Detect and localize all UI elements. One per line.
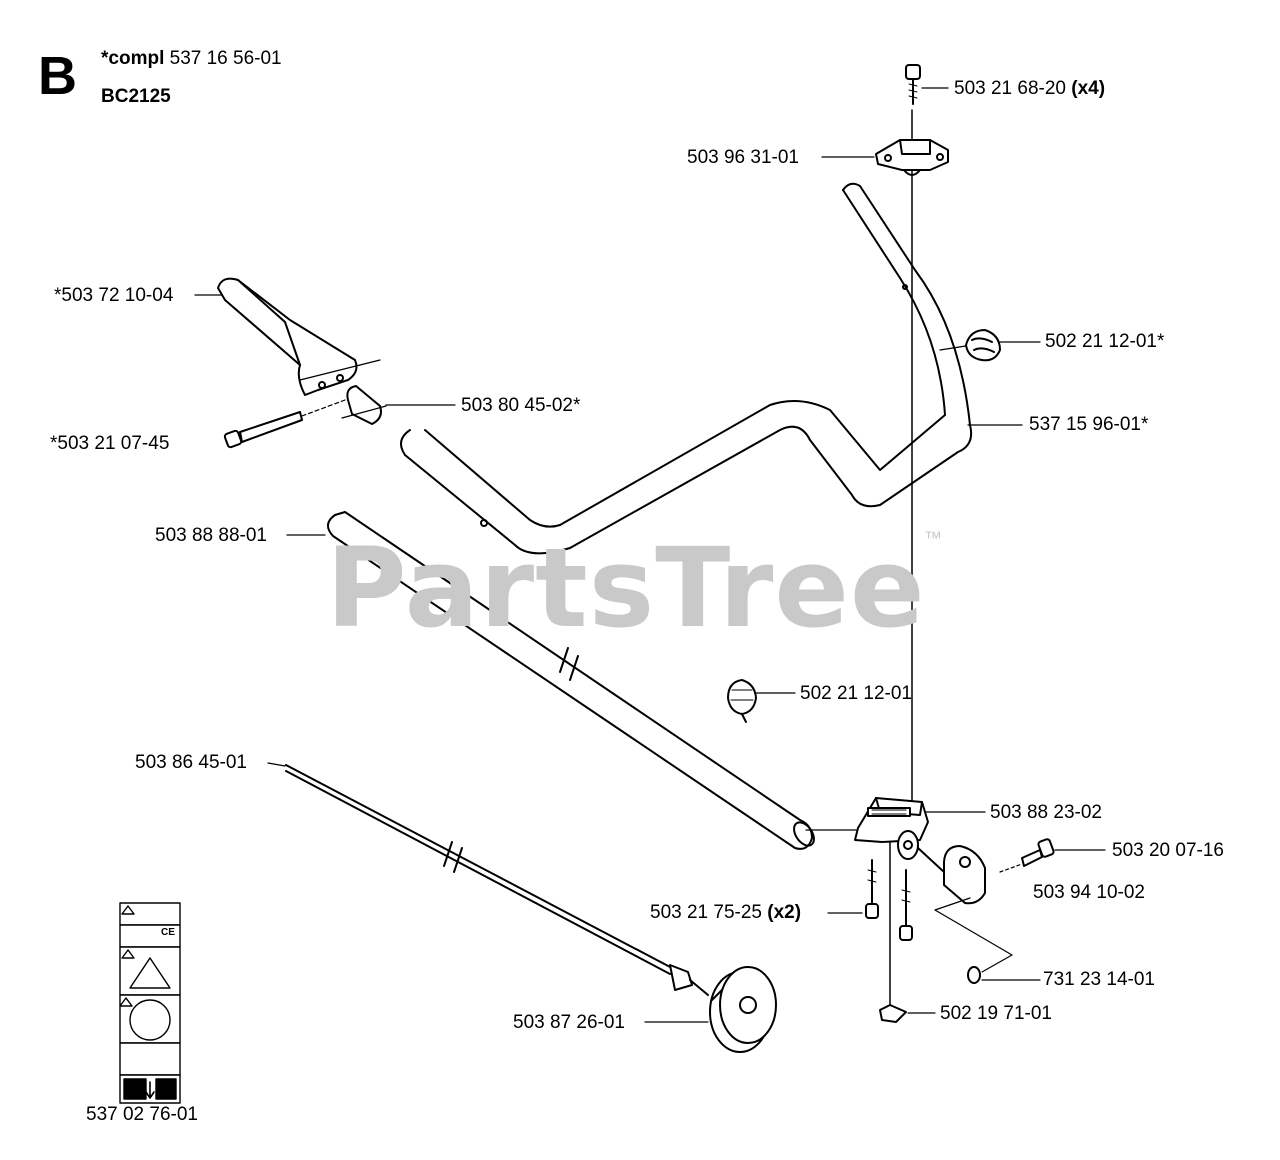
clamp-top-part (875, 139, 949, 176)
bolt-side-part (999, 838, 1055, 873)
drive-assembly-part (709, 966, 777, 1053)
compl-keyword: *compl (101, 48, 165, 69)
watermark-trademark: ™ (924, 528, 942, 548)
screw-top-part (905, 64, 921, 105)
part-label-washer[interactable]: 731 23 14-01 (1043, 969, 1155, 990)
part-label-knob-handle[interactable]: 502 21 12-01* (1045, 331, 1165, 352)
part-label-drive-shaft[interactable]: 503 86 45-01 (135, 752, 247, 773)
ce-mark-icon: CE (161, 927, 175, 938)
drive-shaft-part (285, 764, 709, 996)
part-label-bracket-side[interactable]: 503 94 10-02 (1033, 882, 1145, 903)
part-label-knob-shaft[interactable]: 502 21 12-01 (800, 683, 912, 704)
model-name: BC2125 (101, 86, 171, 107)
compl-number: 537 16 56-01 (169, 48, 282, 69)
knob-shaft-part (727, 679, 757, 723)
part-label-bolt-side[interactable]: 503 20 07-16 (1112, 840, 1224, 861)
knob-handle-part (965, 329, 1001, 362)
guard-screw-part (223, 399, 346, 449)
sleeve-part (341, 385, 387, 425)
part-label-clamp-top[interactable]: 503 96 31-01 (687, 147, 799, 168)
part-label-guard[interactable]: *503 72 10-04 (54, 285, 174, 306)
quantity: (x2) (767, 902, 802, 923)
watermark-logo: PartsTree (326, 524, 926, 652)
part-label-sleeve[interactable]: 503 80 45-02* (461, 395, 581, 416)
decal-sheet (119, 902, 181, 1104)
handlebar-part (400, 182, 973, 555)
assembly-number: *compl 537 16 56-01 (101, 48, 282, 70)
bracket-side-part (917, 845, 986, 905)
washer-part (934, 897, 1013, 984)
part-label-screw-top[interactable]: 503 21 68-20 (x4) (954, 78, 1106, 99)
nut-part (879, 1004, 907, 1023)
part-label-guard-screw[interactable]: *503 21 07-45 (50, 433, 170, 454)
part-label-screw-bottom[interactable]: 503 21 75-25 (x2) (650, 902, 802, 923)
screw-bottom-part (865, 859, 913, 941)
part-label-decal[interactable]: 537 02 76-01 (86, 1104, 198, 1125)
section-letter: B (38, 46, 77, 106)
part-label-handlebar[interactable]: 537 15 96-01* (1029, 414, 1149, 435)
part-label-nut[interactable]: 502 19 71-01 (940, 1003, 1052, 1024)
part-label-drive-assembly[interactable]: 503 87 26-01 (513, 1012, 625, 1033)
clamp-bracket-part (805, 797, 929, 860)
part-label-clamp-bracket[interactable]: 503 88 23-02 (990, 802, 1102, 823)
part-label-shaft-tube[interactable]: 503 88 88-01 (155, 525, 267, 546)
guard-part (217, 277, 381, 396)
quantity: (x4) (1071, 78, 1106, 99)
